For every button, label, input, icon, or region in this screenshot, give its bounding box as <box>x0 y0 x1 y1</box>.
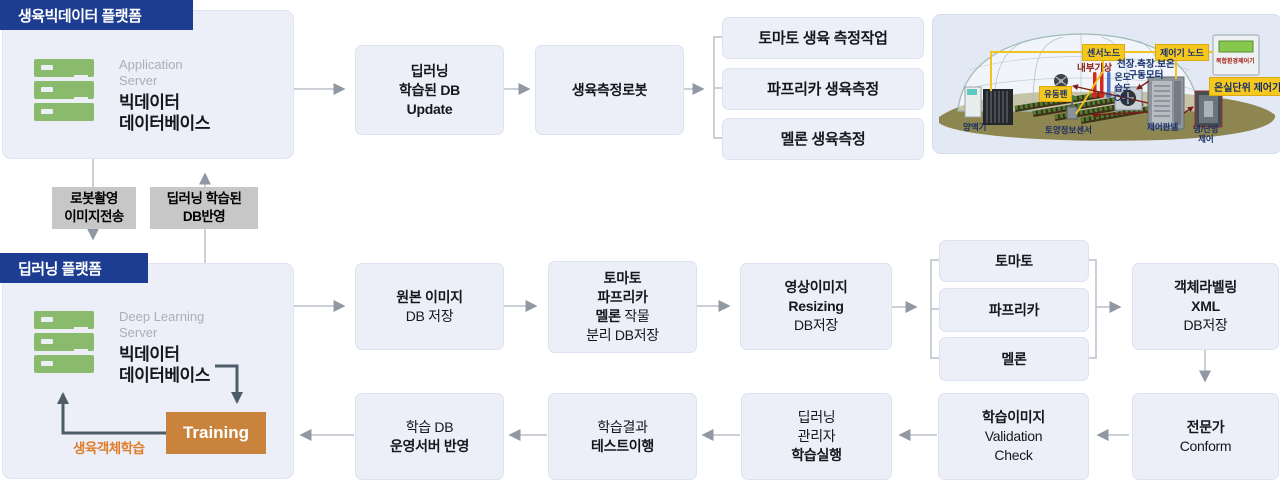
growth-object-learning-label: 생육객체학습 <box>73 441 145 456</box>
growth-platform-badge: 생육빅데이터 플랫폼 <box>0 0 193 30</box>
deep-platform-badge: 딥러닝 플랫폼 <box>0 253 148 283</box>
training-box: Training <box>166 412 266 454</box>
flow-box-growth-robot: 생육측정로봇 <box>535 45 684 135</box>
server-name: 빅데이터 데이터베이스 <box>119 93 210 133</box>
task-box-paprika: 파프리카 생육측정 <box>722 68 924 110</box>
control-cabinet <box>1147 76 1185 130</box>
flow-box-crop-separation: 토마토 파프리카 멜론 작물 분리 DB저장 <box>548 261 697 353</box>
nutrient-label: 양액기 <box>963 122 987 132</box>
bracket-crops-out <box>1088 259 1097 359</box>
soil-sensor-label: 토양정보센서 <box>1045 125 1092 135</box>
server-name: 빅데이터 데이터베이스 <box>119 345 210 385</box>
flow-box-training-execution: 딥러닝 관리자 학습실행 <box>741 393 892 480</box>
transfer-down-label: 로봇촬영 이미지전송 <box>52 187 136 229</box>
flow-box-expert-conform: 전문가 Conform <box>1132 393 1279 480</box>
nutrient-machine <box>964 86 1013 125</box>
crop-box-tomato: 토마토 <box>939 240 1089 282</box>
unit-controller-device <box>1212 34 1260 76</box>
fan-icon <box>1054 74 1068 88</box>
server-type: Application Server <box>119 57 183 88</box>
control-wires <box>1072 80 1194 118</box>
server-text-block: Deep Learning Server 빅데이터 데이터베이스 <box>119 309 210 386</box>
bracket-crops-in <box>930 259 939 359</box>
hvac-label: 냉/난방 제어 <box>1193 124 1219 144</box>
crop-box-melon: 멜론 <box>939 337 1089 381</box>
sensor-node-label: 센서노드 <box>1082 44 1126 61</box>
transfer-up-label: 딥러닝 학습된 DB반영 <box>150 187 258 229</box>
controller-node-label: 제어기 노드 <box>1155 44 1209 61</box>
task-box-melon: 멜론 생육측정 <box>722 118 924 160</box>
server-icon <box>34 59 94 121</box>
flow-box-deploy-db: 학습 DB 운영서버 반영 <box>355 393 504 480</box>
flow-box-validation-check: 학습이미지 Validation Check <box>938 393 1089 480</box>
indoor-weather-label: 내부기상 <box>1077 63 1112 74</box>
hvac-photo <box>1194 90 1223 128</box>
server-text-block: Application Server 빅데이터 데이터베이스 <box>119 57 210 134</box>
server-icon <box>34 311 94 373</box>
flow-box-resizing: 영상이미지 Resizing DB저장 <box>740 263 892 350</box>
flow-box-original-image: 원본 이미지 DB 저장 <box>355 263 504 350</box>
greenhouse-illustration: 센서노드 제어기 노드 온실단위 제어기 복합환경제어기 내부기상 천장.측장.… <box>932 14 1280 154</box>
flow-box-db-update: 딥러닝 학습된 DB Update <box>355 45 504 135</box>
greenhouse-drawing <box>939 33 1276 141</box>
unit-controller-label: 온실단위 제어기 <box>1209 77 1280 96</box>
server-type: Deep Learning Server <box>119 309 205 340</box>
env-label: 온도 습도 CO₂ <box>1114 72 1132 103</box>
control-panel-label: 제어판넬 <box>1147 122 1179 132</box>
crop-box-paprika: 파프리카 <box>939 288 1089 332</box>
flow-box-test-run: 학습결과 테스트이행 <box>548 393 697 480</box>
growth-platform-panel: Application Server 빅데이터 데이터베이스 <box>2 10 294 159</box>
bracket-tasks <box>713 36 722 139</box>
fan-label: 유동팬 <box>1039 86 1073 102</box>
task-box-tomato: 토마토 생육 측정작업 <box>722 17 924 59</box>
device-tag-label: 복합환경제어기 <box>1216 59 1255 65</box>
flow-box-object-labeling: 객체라벨링 XML DB저장 <box>1132 263 1279 350</box>
motor-label: 천장.측장.보온 구동모터 <box>1117 59 1175 81</box>
